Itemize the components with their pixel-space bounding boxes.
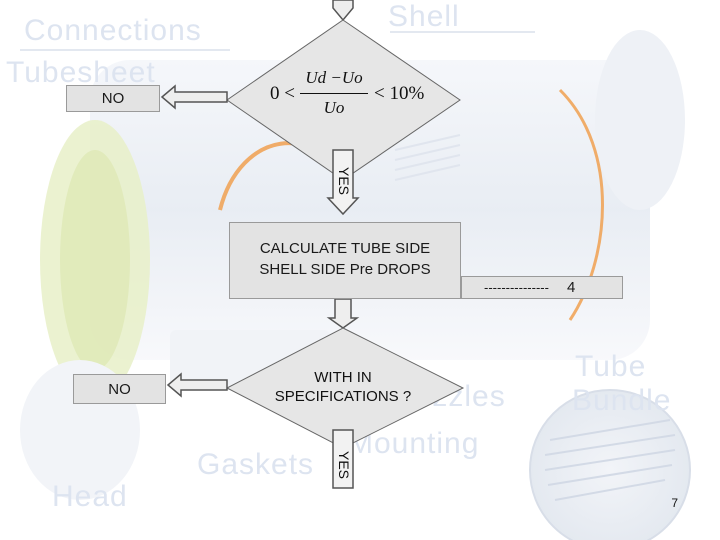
shell-end-shape — [595, 30, 685, 210]
tolerance-formula: 0 < Ud −Uo Uo < 10% — [270, 68, 440, 124]
no-label-1: NO — [101, 90, 125, 107]
tube-lines — [544, 419, 676, 501]
decision-2-line-1: WITH IN — [314, 369, 372, 386]
watermark-bundle: Bundle — [572, 384, 672, 417]
tube-bundle-shape — [529, 389, 691, 540]
process-line-1: CALCULATE TUBE SIDE — [259, 240, 431, 257]
formula-numerator: Ud −Uo — [305, 68, 363, 87]
shell-texture-lines — [394, 134, 461, 181]
process-to-decision-arrow — [326, 298, 360, 329]
yes-label-2: YES — [336, 450, 352, 479]
formula-upper-bound: < 10% — [374, 83, 425, 104]
incoming-arrow — [332, 0, 354, 22]
watermark-shell: Shell — [388, 0, 460, 33]
no-box-1: NO — [66, 85, 160, 112]
no-box-2: NO — [73, 374, 166, 404]
decision-2-text: WITH IN SPECIFICATIONS ? — [245, 368, 441, 406]
watermark-gaskets: Gaskets — [197, 448, 315, 481]
yes-arrow-1 — [326, 149, 360, 216]
reference-dashes: --------------- — [484, 280, 549, 295]
watermark-tube: Tube — [575, 350, 647, 383]
page-number: 7 — [671, 496, 678, 510]
no-label-2: NO — [108, 380, 131, 398]
no-arrow-1 — [160, 84, 228, 110]
yes-arrow-2 — [332, 429, 354, 489]
watermark-tubesheet: Tubesheet — [6, 56, 156, 89]
no-arrow-2 — [166, 372, 228, 398]
process-line-2: SHELL SIDE Pre DROPS — [259, 261, 431, 278]
formula-fraction-bar — [300, 93, 368, 94]
watermark-connections: Connections — [24, 14, 202, 47]
reference-number: 4 — [566, 279, 576, 296]
yes-label-1: YES — [336, 166, 352, 195]
formula-denominator: Uo — [323, 98, 345, 117]
decision-2-line-2: SPECIFICATIONS ? — [274, 388, 412, 405]
process-box: CALCULATE TUBE SIDE SHELL SIDE Pre DROPS — [229, 222, 461, 299]
reference-connector: --------------- 4 — [461, 276, 623, 299]
tubesheet-inner-shape — [60, 150, 130, 370]
watermark-head: Head — [52, 480, 128, 513]
formula-lower-bound: 0 < — [270, 83, 295, 104]
